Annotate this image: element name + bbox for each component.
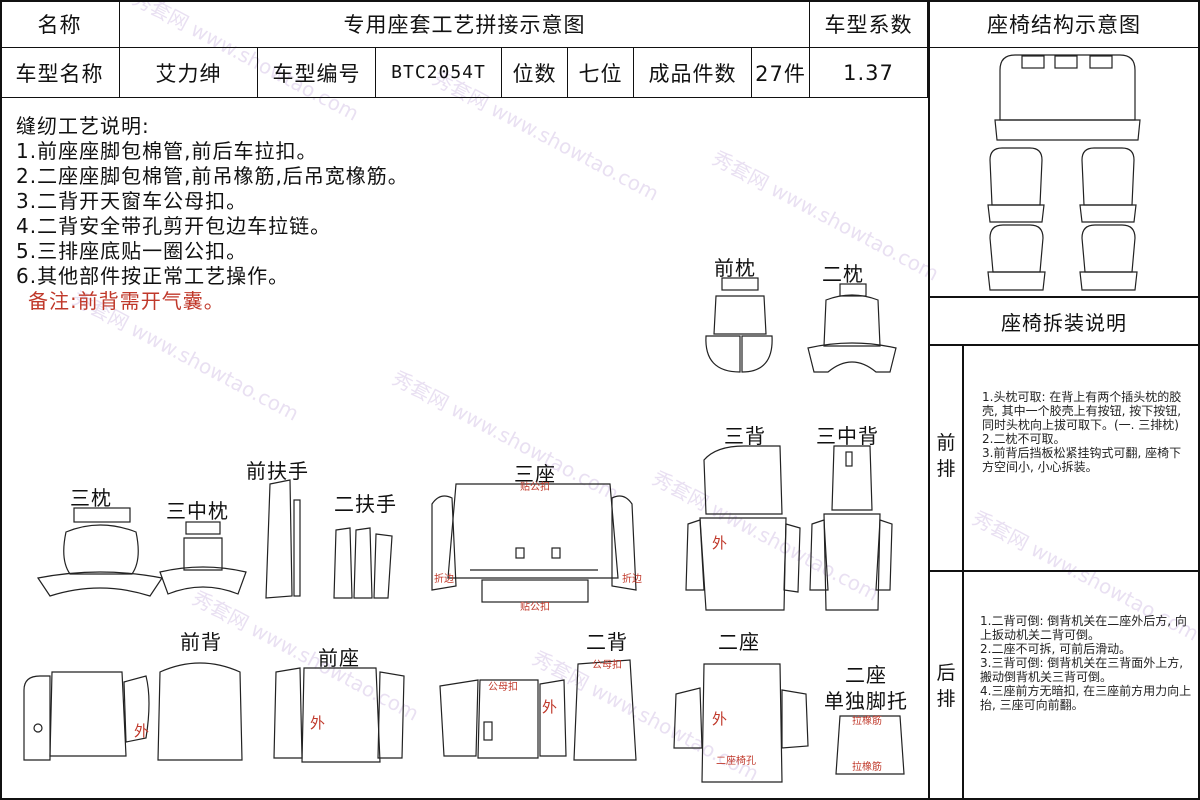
piece-second-seat-foot: 拉橡筋 拉橡筋: [835, 714, 905, 775]
piece-front-armrest: [265, 479, 301, 599]
name-label: 名称: [0, 0, 120, 48]
seats-value: 七位: [568, 48, 634, 98]
note-item: 5.三排座底贴一圈公扣。: [16, 239, 248, 263]
piece-front-back: 外: [23, 662, 243, 761]
divider: [962, 344, 964, 800]
mark-stick-male: 贴公扣: [520, 600, 550, 613]
model-code-label: 车型编号: [258, 48, 376, 98]
piece-second-back: 外 公母扣 公母扣: [439, 658, 637, 761]
coef-value: 1.37: [810, 48, 928, 98]
label-third-middle-back: 三中背: [816, 424, 879, 448]
pieces-value: 27件: [752, 48, 810, 98]
front-row-label: 前排: [936, 432, 956, 480]
label-third-middle-pillow: 三中枕: [166, 499, 229, 523]
mark-fold-edge: 折边: [622, 572, 642, 585]
mark-pull-rubber: 拉橡筋: [852, 714, 882, 727]
rear-instructions: 1.二背可倒: 倒背机关在二座外后方, 向上扳动机关二背可倒。 2.二座不可拆,…: [980, 614, 1192, 712]
front-instructions: 1.头枕可取: 在背上有两个插头枕的胶壳, 其中一个胶壳上有按钮, 按下按钮, …: [982, 390, 1182, 474]
mark-fold-edge: 折边: [434, 572, 454, 585]
mark-outside: 外: [310, 714, 325, 732]
label-second-seat: 二座: [718, 630, 760, 654]
piece-front-pillow: [705, 277, 773, 373]
divider: [928, 344, 1200, 346]
note-item: 4.二背安全带孔剪开包边车拉链。: [16, 214, 332, 238]
label-third-pillow: 三枕: [70, 486, 112, 510]
piece-front-seat: 外: [273, 667, 405, 763]
piece-third-pillow: [37, 507, 163, 597]
label-front-seat: 前座: [318, 646, 360, 670]
notes-remark: 备注:前背需开气囊。: [28, 289, 225, 313]
note-item: 1.前座座脚包棉管,前后车拉扣。: [16, 139, 318, 163]
mark-pull-rubber: 拉橡筋: [852, 760, 882, 773]
note-item: 2.二座座脚包棉管,前吊橡筋,后吊宽橡筋。: [16, 164, 409, 188]
mark-outside: 外: [712, 710, 727, 728]
mark-outside: 外: [712, 534, 727, 552]
notes-title: 缝纫工艺说明:: [16, 114, 150, 138]
divider: [928, 0, 930, 800]
sewing-notes: 缝纫工艺说明: 1.前座座脚包棉管,前后车拉扣。 2.二座座脚包棉管,前吊橡筋,…: [16, 114, 409, 314]
label-second-seat-foot: 二座 单独脚托: [824, 663, 908, 713]
label-second-back: 二背: [586, 630, 628, 654]
label-front-back: 前背: [180, 630, 222, 654]
model-name: 艾力绅: [120, 48, 258, 98]
label-third-back: 三背: [724, 424, 766, 448]
piece-third-middle-pillow: [159, 521, 247, 595]
structure-front-seats: [987, 147, 1137, 223]
piece-second-pillow: [807, 283, 897, 373]
model-code: BTC2054T: [376, 48, 502, 98]
mark-stick-male: 贴公扣: [520, 480, 550, 493]
seats-label: 位数: [502, 48, 568, 98]
note-item: 6.其他部件按正常工艺操作。: [16, 264, 290, 288]
rear-row-label: 后排: [936, 662, 956, 710]
piece-second-seat: 外 二座椅孔: [673, 663, 809, 783]
structure-title: 座椅结构示意图: [928, 0, 1200, 48]
structure-rear-bench: [994, 54, 1141, 141]
pieces-label: 成品件数: [634, 48, 752, 98]
piece-third-seat: 贴公扣 贴公扣 折边 折边: [431, 480, 642, 613]
mark-outside: 外: [134, 722, 149, 740]
disassembly-title: 座椅拆装说明: [1001, 310, 1127, 335]
label-second-armrest: 二扶手: [334, 492, 397, 516]
sheet-title: 专用座套工艺拼接示意图: [120, 0, 810, 48]
divider: [928, 296, 1200, 298]
label-front-armrest: 前扶手: [246, 459, 309, 483]
piece-second-armrest: [333, 527, 393, 599]
piece-third-back: 外: [685, 445, 801, 611]
mark-seat-gap: 二座椅孔: [716, 754, 756, 767]
model-name-label: 车型名称: [0, 48, 120, 98]
piece-third-middle-back: [809, 445, 893, 611]
structure-second-seats: [987, 224, 1138, 291]
label-second-pillow: 二枕: [822, 262, 864, 286]
mark-male-female: 公母扣: [488, 680, 518, 693]
mark-male-female: 公母扣: [592, 658, 622, 671]
note-item: 3.二背开天窗车公母扣。: [16, 189, 248, 213]
divider: [928, 570, 1200, 572]
label-third-seat: 三座: [514, 462, 556, 486]
mark-outside: 外: [542, 698, 557, 716]
coef-label: 车型系数: [810, 0, 928, 48]
label-front-pillow: 前枕: [714, 256, 756, 280]
